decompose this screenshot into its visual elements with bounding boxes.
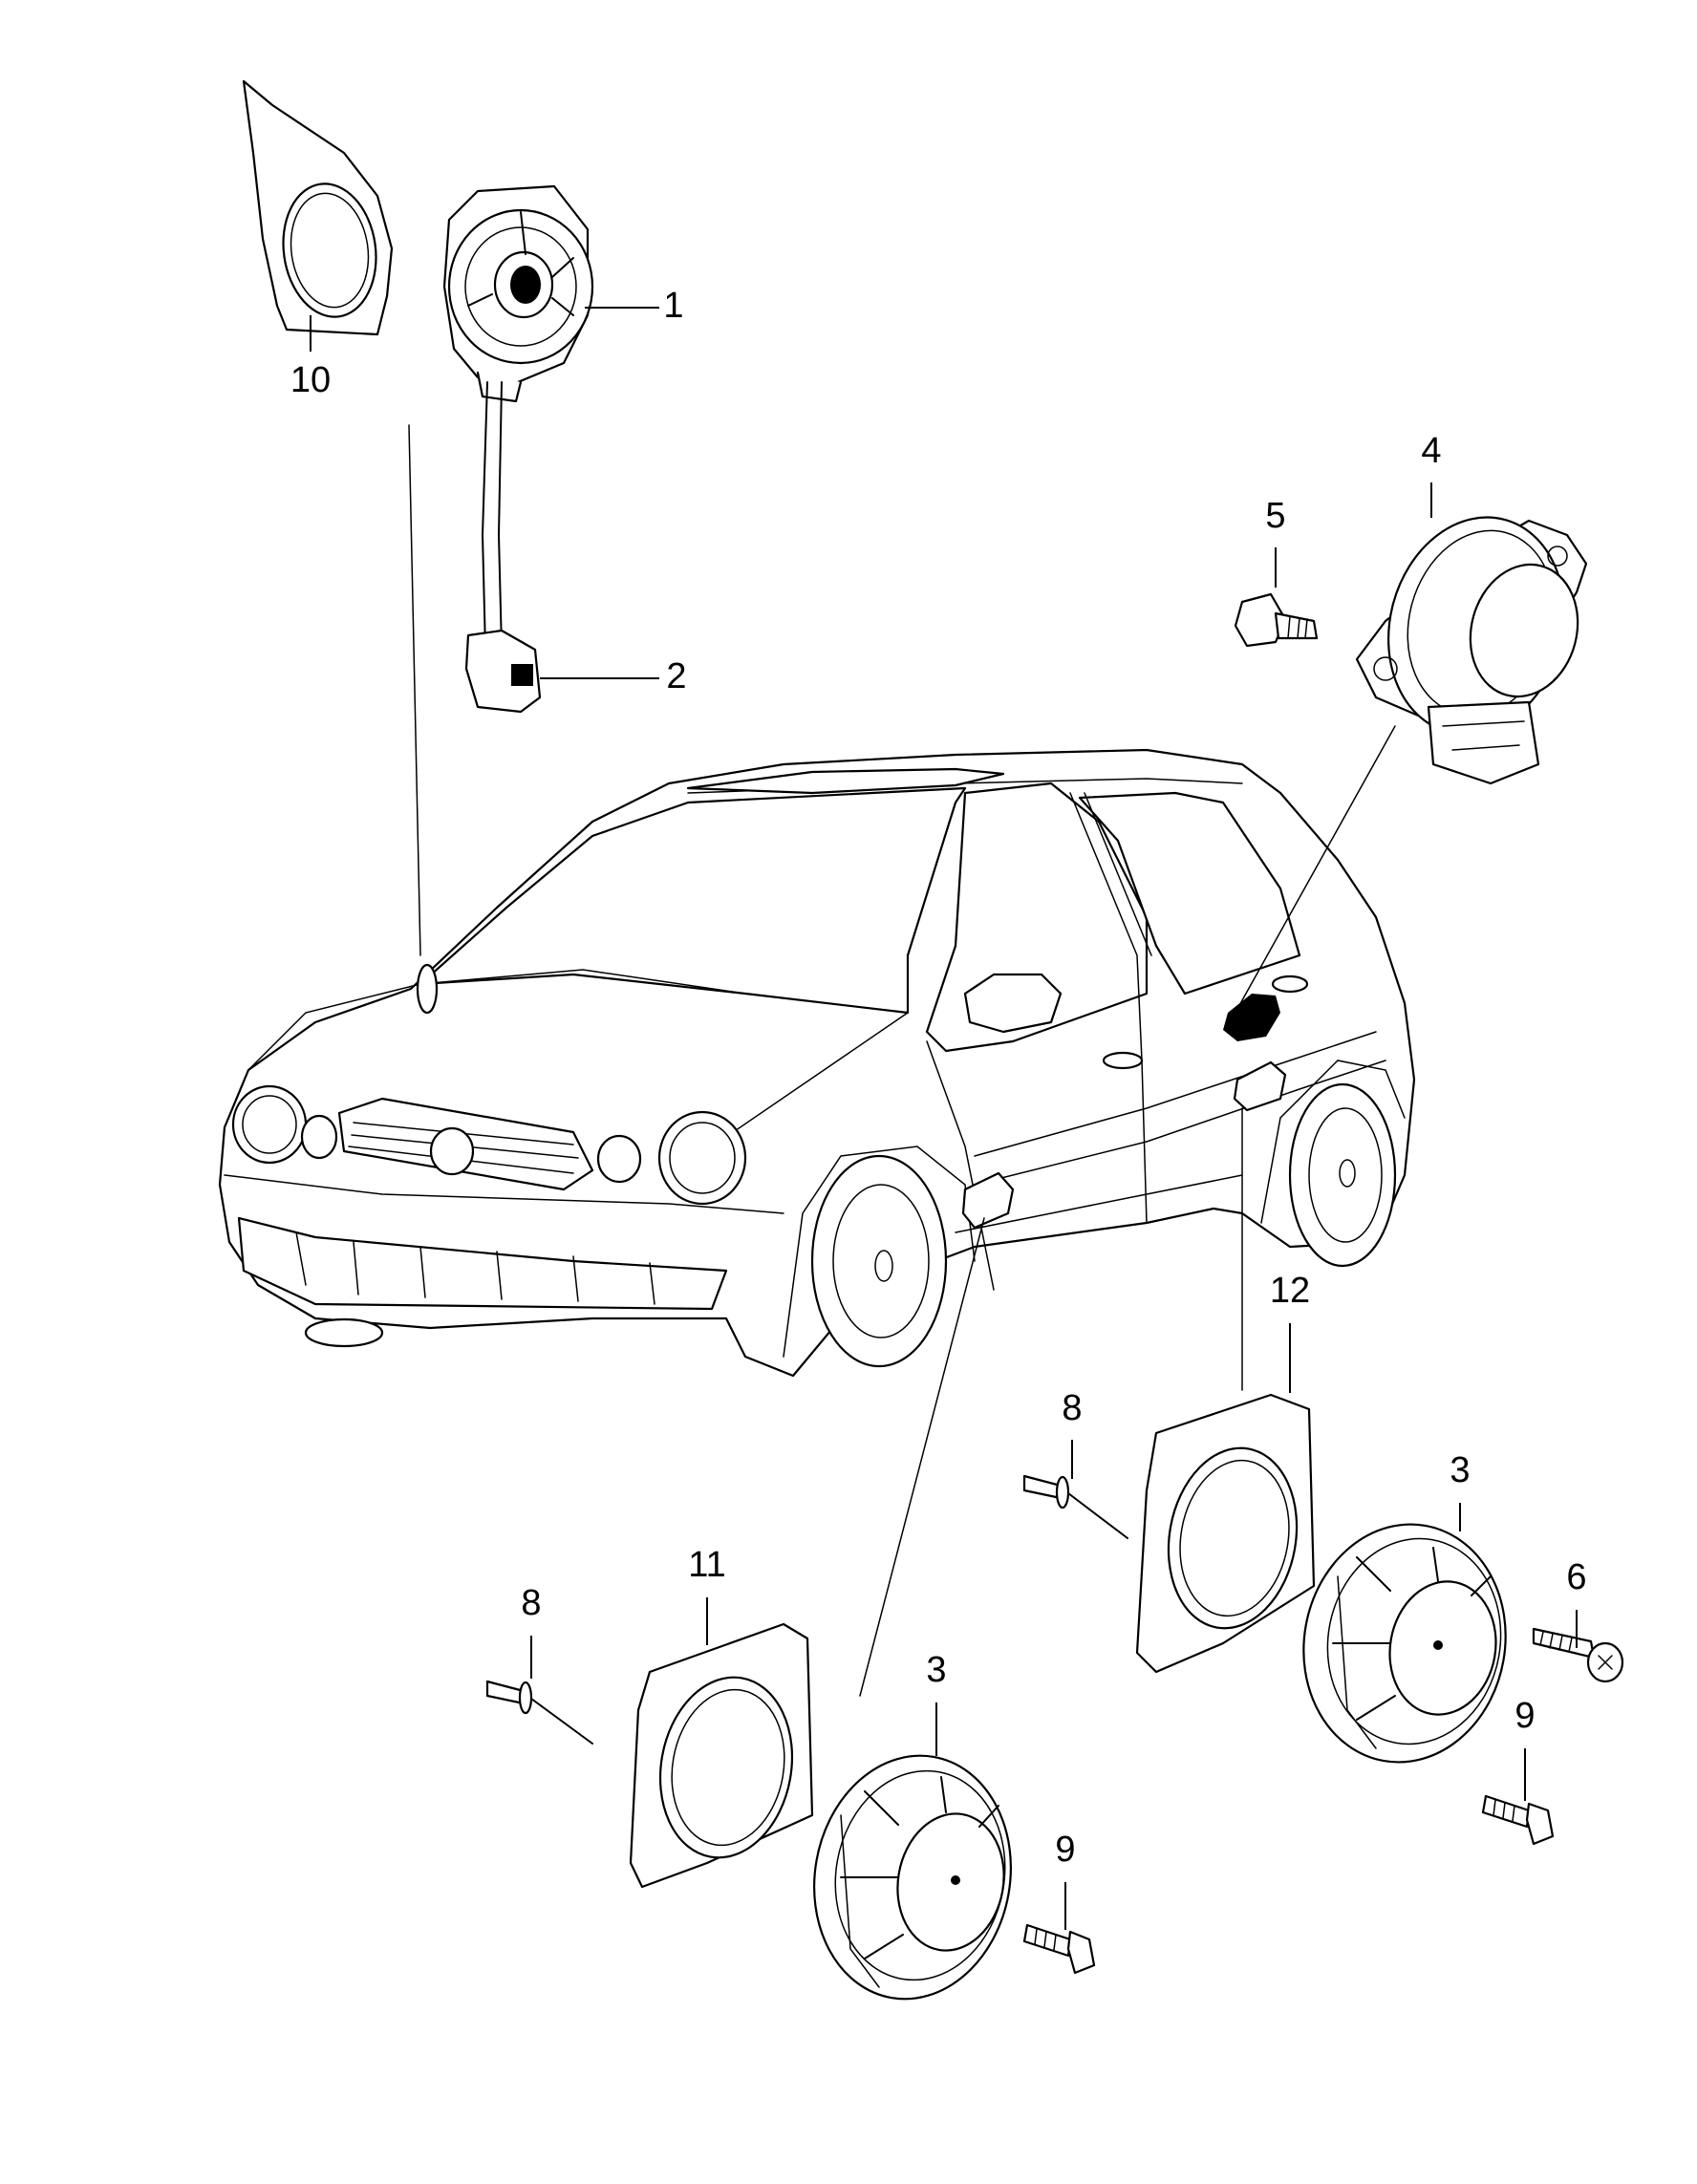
callout-8-upper: 8 (1062, 1388, 1082, 1428)
part-11-front-bezel (629, 1622, 814, 1889)
part-3-speaker-front (813, 1754, 1012, 2001)
part-8-rivet-upper (1022, 1474, 1128, 1539)
callout-12: 12 (1270, 1271, 1310, 1311)
callout-3-front: 3 (926, 1650, 946, 1690)
part-5-screw (1234, 592, 1319, 648)
callout-8-lower: 8 (521, 1583, 541, 1623)
part-4-rear-speaker (1355, 516, 1588, 785)
part-12-rear-bezel (1135, 1393, 1316, 1674)
callout-2: 2 (666, 656, 686, 696)
callout-9-upper: 9 (1514, 1696, 1535, 1736)
assembly-lines (408, 424, 1396, 1697)
car-illustration (218, 748, 1416, 1378)
part-3-speaker-rear (1302, 1523, 1507, 1764)
part-2-wiring-connector (464, 381, 542, 714)
callout-3-rear: 3 (1450, 1450, 1470, 1490)
callout-5: 5 (1265, 496, 1285, 536)
callout-9-lower: 9 (1055, 1830, 1075, 1870)
callout-1: 1 (663, 286, 683, 326)
callout-10: 10 (290, 360, 331, 400)
part-1-tweeter (442, 184, 594, 403)
part-10-dash-trim (242, 79, 394, 336)
part-8-rivet-lower (485, 1680, 593, 1745)
part-9-bolt-upper (1481, 1794, 1555, 1846)
callout-labels: 1 2 10 4 5 12 8 3 6 9 11 8 3 9 (290, 286, 1587, 1870)
callout-leaders (310, 307, 1578, 1930)
callout-11: 11 (688, 1545, 725, 1585)
callout-4: 4 (1421, 431, 1441, 471)
part-9-bolt-lower (1022, 1923, 1096, 1975)
callout-6: 6 (1566, 1557, 1586, 1597)
part-6-screw (1532, 1627, 1624, 1683)
